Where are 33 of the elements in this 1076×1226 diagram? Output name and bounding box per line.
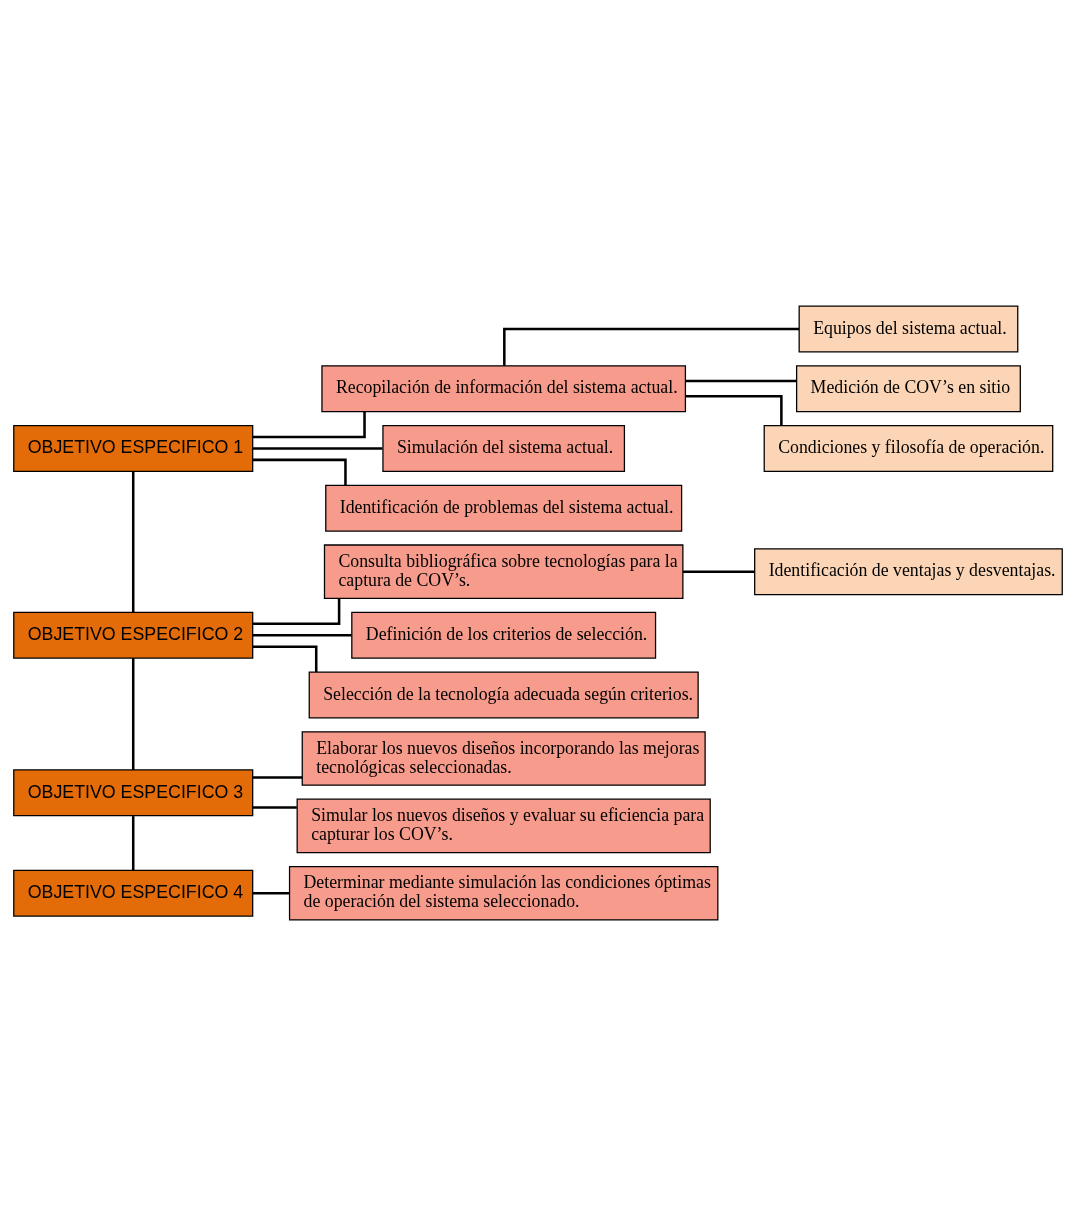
node-box: OBJETIVO ESPECIFICO 1 [13, 424, 254, 472]
node-box: OBJETIVO ESPECIFICO 4 [13, 869, 254, 917]
node-box: Identificación de problemas del sistema actual. [325, 484, 683, 532]
node-box: OBJETIVO ESPECIFICO 2 [13, 611, 254, 659]
connector [253, 633, 352, 637]
node-box: Selección de la tecnología adecuada según criterios. [308, 671, 699, 719]
connector [685, 379, 797, 383]
connector [253, 806, 297, 809]
connector [253, 598, 341, 626]
connector [253, 776, 303, 779]
node-box: Condiciones y filosofía de operación. [763, 424, 1054, 472]
connector [685, 395, 783, 426]
node-box: Equipos del sistema actual. [798, 305, 1019, 353]
connector [253, 891, 290, 895]
connector [252, 645, 318, 672]
node-box: Determinar mediante simulación las condiciones óptimas de operación del sistema seleccionado. [288, 865, 719, 921]
connector [131, 816, 135, 871]
node-box: Definición de los criterios de selección. [351, 611, 657, 659]
connector [131, 471, 135, 613]
node-box: Elaborar los nuevos diseños incorporando las mejoras tecnológicas seleccionadas. [301, 731, 706, 786]
node-box: OBJETIVO ESPECIFICO 3 [13, 769, 254, 817]
node-box: Recopilación de información del sistema actual. [321, 365, 687, 413]
node-box: Identificación de ventajas y desventajas. [754, 548, 1063, 596]
node-box: Simulación del sistema actual. [382, 424, 626, 472]
connector [503, 327, 800, 366]
node-box: Simular los nuevos diseños y evaluar su eficiencia para capturar los COV’s. [296, 798, 711, 854]
connector [253, 447, 383, 450]
node-box: Medición de COV’s en sitio [796, 365, 1021, 413]
connector [253, 458, 347, 486]
connector [131, 658, 135, 770]
connector [252, 411, 366, 439]
node-box: Consulta bibliográfica sobre tecnologías para la captura de COV’s. [323, 544, 684, 599]
connector [683, 570, 755, 573]
